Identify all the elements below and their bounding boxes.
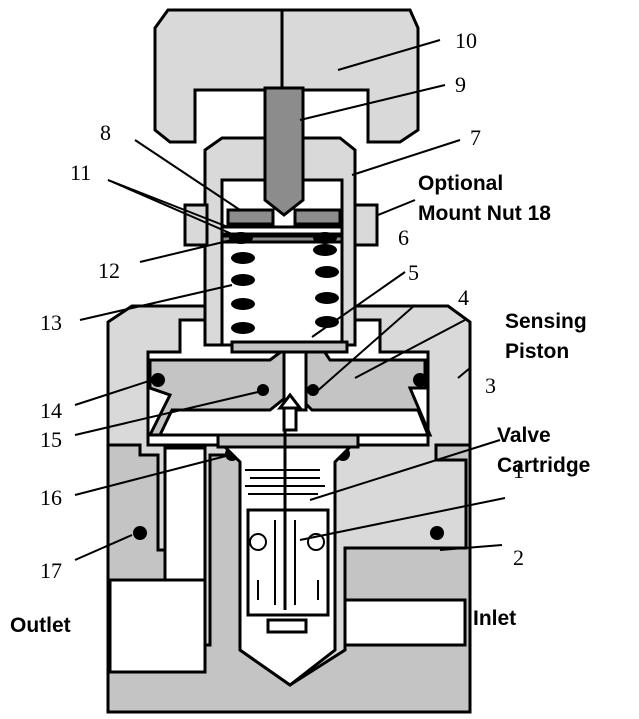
part-number-11: 11: [70, 160, 91, 185]
spring: [229, 232, 339, 334]
optional-label: Optional: [418, 172, 503, 195]
spring-button-left: [226, 208, 275, 226]
o-ring-17-right: [430, 526, 444, 540]
part-number-15: 15: [40, 427, 62, 452]
adjustment-knob: [153, 8, 420, 144]
spring-coil: [229, 232, 253, 244]
spring-coil: [315, 292, 339, 304]
o-ring-17: [133, 526, 147, 540]
outlet-passage: [108, 578, 207, 674]
mount-nut-right: [353, 203, 379, 247]
spring-coil: [315, 316, 339, 328]
part-number-6: 6: [398, 225, 409, 250]
piston-stem-lower: [282, 406, 298, 432]
cartridge-hole-right: [307, 533, 325, 551]
part-number-2: 2: [513, 545, 524, 570]
o-ring-15: [257, 384, 269, 396]
part-number-17: 17: [40, 558, 62, 583]
part-number-14: 14: [40, 398, 62, 423]
piston-label: Piston: [505, 340, 569, 363]
leader-lines: [74, 39, 506, 561]
spring-coil: [315, 266, 339, 278]
mount-nut-label: Mount Nut 18: [418, 202, 551, 225]
part-number-7: 7: [470, 125, 481, 150]
spring-coil: [231, 274, 255, 286]
o-ring-piston-right: [413, 373, 427, 387]
part-number-5: 5: [408, 260, 419, 285]
cartridge-flange: [216, 433, 360, 449]
part-number-9: 9: [455, 72, 466, 97]
part-number-12: 12: [98, 258, 120, 283]
cartridge-bottom: [266, 618, 308, 634]
part-number-4: 4: [458, 285, 469, 310]
part-number-8: 8: [100, 120, 111, 145]
part-number-13: 13: [40, 310, 62, 335]
spring-coil: [313, 244, 337, 256]
adjusting-screw: [263, 86, 305, 217]
outlet-channel: [163, 446, 207, 582]
cartridge-poppet: [246, 508, 330, 617]
spring-button-right: [293, 208, 342, 226]
cartridge-label: Cartridge: [497, 454, 590, 477]
part-number-10: 10: [455, 28, 477, 53]
spring-coil: [231, 298, 255, 310]
part-number-1: 1: [513, 458, 524, 483]
inlet-passage: [343, 598, 467, 647]
spring-seat: [230, 340, 349, 354]
spring-coil: [231, 322, 255, 334]
valve-label: Valve: [497, 424, 551, 447]
part-number-16: 16: [40, 485, 62, 510]
sensing-label: Sensing: [505, 310, 587, 333]
part-number-3: 3: [485, 373, 496, 398]
outlet-label: Outlet: [10, 614, 71, 637]
spring-coil: [313, 232, 337, 244]
inlet-label: Inlet: [473, 607, 516, 630]
o-ring-14: [151, 373, 165, 387]
spring-retainer: [220, 234, 344, 244]
spring-coil: [231, 252, 255, 264]
cartridge-hole-left: [249, 533, 267, 551]
